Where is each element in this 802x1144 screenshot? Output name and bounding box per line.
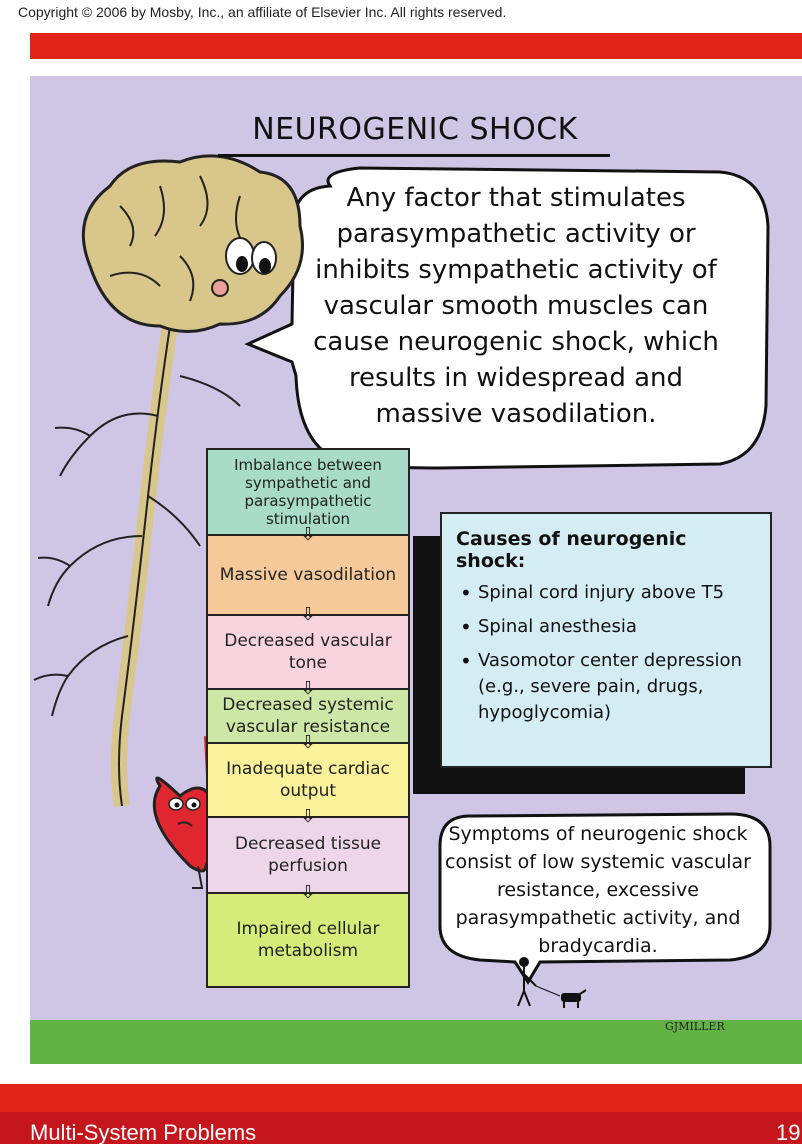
arrow-down-icon: ⇩ [300, 678, 316, 699]
artist-signature: GJMILLER [665, 1020, 725, 1033]
diagram-title: NEUROGENIC SHOCK [252, 112, 578, 147]
cascade-step-label: Decreased systemic vascular resistance [222, 695, 394, 737]
cascade-step: Inadequate cardiac output ⇩ [206, 742, 410, 826]
speech-bubble-symptoms [438, 812, 772, 985]
cascade-step-label: Inadequate cardiac output [226, 759, 390, 801]
causes-list-item: Vasomotor center depression (e.g., sever… [456, 648, 762, 726]
title-underline [218, 154, 610, 157]
cascade-step-label: Massive vasodilation [219, 565, 397, 585]
speech-bubble-text: Any factor that stimulates parasympathet… [313, 183, 719, 429]
cascade-step: Decreased vascular tone ⇩ [206, 614, 410, 698]
arrow-down-icon: ⇩ [300, 882, 316, 903]
nerve-icon [33, 324, 241, 808]
cascade-step: Massive vasodilation ⇩ [206, 534, 410, 624]
cascade-step-label: Decreased tissue perfusion [234, 834, 382, 876]
causes-box: Causes of neurogenic shock: Spinal cord … [440, 512, 772, 768]
illustration-art [33, 154, 772, 1008]
cascade-flowchart: Imbalance between sympathetic and parasy… [206, 448, 410, 988]
footer-section-title: Multi-System Problems [30, 1120, 257, 1144]
copyright-notice: Copyright © 2006 by Mosby, Inc., an affi… [18, 4, 507, 20]
brain-character-icon [81, 154, 304, 333]
grass-strip [30, 1020, 802, 1064]
footer-band-lower [0, 1112, 802, 1144]
cascade-step-label: Decreased vascular tone [224, 631, 392, 673]
cascade-step-label: Imbalance between sympathetic and parasy… [234, 456, 382, 528]
cascade-step: Impaired cellular metabolism [206, 892, 410, 988]
page-number: 19 [776, 1120, 801, 1144]
top-accent-band [30, 33, 802, 59]
cascade-step: Decreased tissue perfusion ⇩ [206, 816, 410, 902]
cascade-step-label: Impaired cellular metabolism [236, 919, 380, 961]
illustration-panel: NEUROGENIC SHOCK Any factor that stimula… [30, 76, 802, 1064]
arrow-down-icon: ⇩ [300, 524, 316, 545]
man-walking-dog-icon [517, 957, 587, 1008]
speech-bubble-main [244, 166, 770, 470]
causes-list-item: Spinal anesthesia [456, 614, 762, 640]
causes-list-item: Spinal cord injury above T5 [456, 580, 762, 606]
symptoms-bubble-text: Symptoms of neurogenic shock consist of … [445, 823, 751, 957]
arrow-down-icon: ⇩ [300, 604, 316, 625]
arrow-down-icon: ⇩ [300, 732, 316, 753]
causes-list: Spinal cord injury above T5 Spinal anest… [456, 580, 762, 726]
causes-title: Causes of neurogenic shock: [456, 528, 687, 572]
cascade-step: Decreased systemic vascular resistance ⇩ [206, 688, 410, 752]
arrow-down-icon: ⇩ [300, 806, 316, 827]
cascade-step: Imbalance between sympathetic and parasy… [206, 448, 410, 544]
